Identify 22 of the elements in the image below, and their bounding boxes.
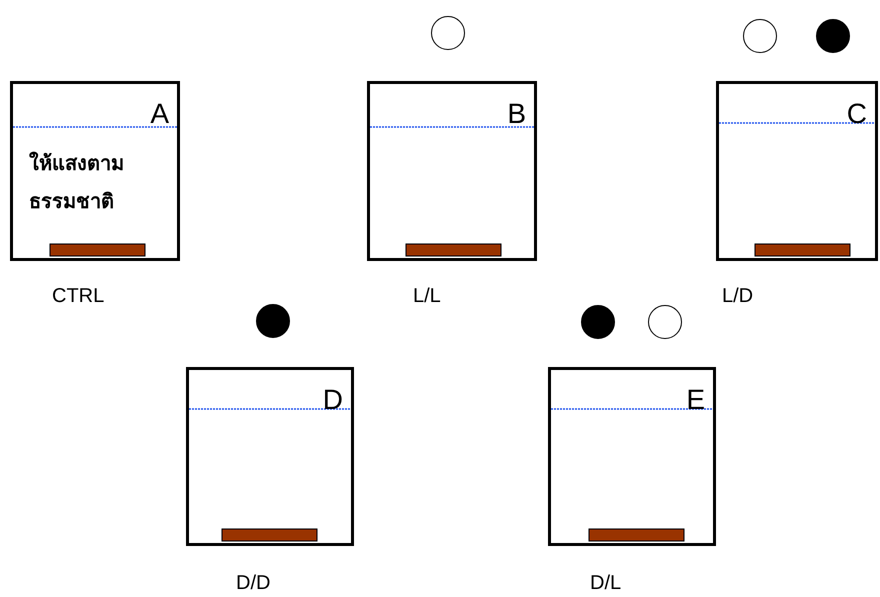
filled-circle [256, 304, 290, 338]
tank-caption: L/L [413, 285, 441, 308]
tank-outline [10, 81, 180, 261]
tank-letter: B [507, 100, 526, 128]
open-circle [743, 19, 777, 53]
tank-letter: D [322, 386, 343, 414]
filled-circle [581, 305, 615, 339]
tank-caption: CTRL [52, 285, 104, 308]
tank-outline [548, 367, 716, 546]
tank-caption: D/L [590, 572, 622, 595]
tank-caption: L/D [722, 285, 754, 308]
filled-circle [816, 19, 850, 53]
tank-note: ให้แสงตามธรรมชาติ [29, 150, 125, 215]
open-circle [431, 16, 465, 50]
tank-outline [716, 81, 878, 261]
open-circle [648, 305, 682, 339]
tank-letter: E [686, 386, 705, 414]
tank-letter: C [846, 100, 867, 128]
tank-outline [186, 367, 354, 546]
tank-letter: A [150, 100, 169, 128]
tank-caption: D/D [236, 572, 270, 595]
tank-outline [367, 81, 537, 261]
